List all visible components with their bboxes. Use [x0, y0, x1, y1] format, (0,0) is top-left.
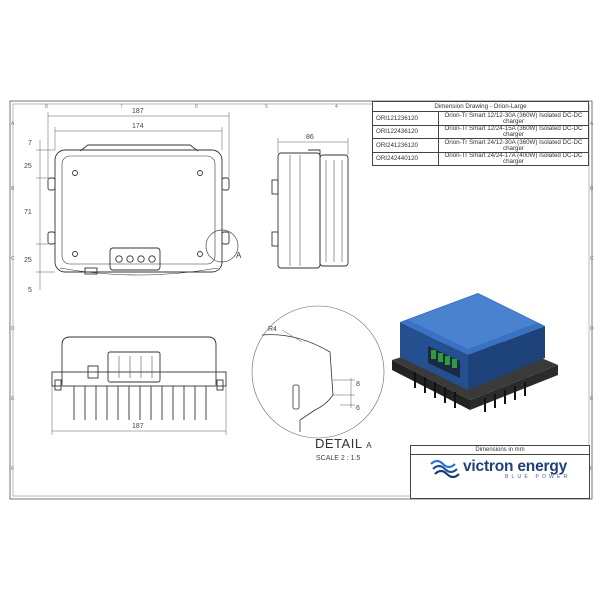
- part-description: Orion-Tr Smart 12/12-30A (360W) Isolated…: [444, 111, 583, 125]
- row-label: C: [11, 256, 15, 262]
- dim-left-25-top: 25: [24, 163, 32, 170]
- table-row: ORI121236120 Orion-Tr Smart 12/12-30A (3…: [373, 112, 588, 126]
- col-label: 8: [45, 104, 48, 110]
- detail-dim-6: 6: [356, 405, 360, 412]
- dim-left-25-bottom: 25: [24, 257, 32, 264]
- part-code: ORI121236120: [373, 112, 439, 125]
- row-label: A: [590, 121, 594, 127]
- front-view: [47, 144, 230, 276]
- detail-title: DETAIL A: [315, 436, 372, 451]
- side-view: [271, 149, 349, 269]
- brand-tagline: BLUE POWER: [505, 473, 571, 480]
- table-row: ORI122436120 Orion-Tr Smart 12/24-15A (3…: [373, 125, 588, 139]
- dim-front-width-outer: 187: [132, 108, 144, 115]
- victron-wave-icon: [430, 459, 460, 479]
- table-row: ORI241236120 Orion-Tr Smart 24/12-30A (3…: [373, 139, 588, 153]
- detail-view: [251, 305, 385, 439]
- title-block: Dimensions in mm victron energy BLUE POW…: [410, 445, 590, 499]
- side-dims: [277, 138, 349, 155]
- detail-callout-circle: [205, 229, 239, 263]
- part-description: Orion-Tr Smart 12/24-15A (360W) Isolated…: [444, 125, 583, 138]
- dim-side-depth: 86: [306, 134, 314, 141]
- part-description: Orion-Tr Smart 24/12-30A (360W) Isolated…: [444, 138, 583, 152]
- dim-left-5: 5: [28, 287, 32, 294]
- frame-row-labels: A B C D E F A B C D E F: [11, 121, 594, 472]
- row-label: E: [11, 396, 15, 402]
- part-number-table: Dimension Drawing - Orion-Large ORI12123…: [372, 101, 589, 166]
- col-label: 6: [195, 104, 198, 110]
- row-label: B: [11, 186, 15, 192]
- part-code: ORI242440120: [373, 152, 439, 165]
- device-3d-render: [392, 293, 558, 412]
- row-label: A: [11, 121, 15, 127]
- dim-bottom-width: 187: [132, 423, 144, 430]
- col-label: 7: [120, 104, 123, 110]
- row-label: C: [590, 256, 594, 262]
- row-label: E: [590, 396, 594, 402]
- table-title: Dimension Drawing - Orion-Large: [373, 102, 588, 112]
- detail-radius-label: R4: [268, 326, 277, 333]
- bottom-view: [51, 336, 227, 420]
- col-label: 5: [265, 104, 268, 110]
- detail-dim-8: 8: [356, 381, 360, 388]
- drawing-frame: [9, 100, 593, 500]
- table-row: ORI242440120 Orion-Tr Smart 24/24-17A (4…: [373, 152, 588, 165]
- brand-logo: victron energy BLUE POWER: [429, 458, 570, 480]
- detail-title-letter: A: [366, 441, 373, 450]
- row-label: D: [590, 326, 594, 332]
- row-label: B: [590, 186, 594, 192]
- row-label: F: [11, 466, 14, 472]
- dim-front-width-inner: 174: [132, 123, 144, 130]
- front-dims-top: [47, 112, 230, 178]
- dim-left-71: 71: [24, 209, 32, 216]
- part-description: Orion-Tr Smart 24/24-17A (400W) Isolated…: [444, 152, 583, 165]
- row-label: F: [590, 466, 593, 472]
- dim-left-7: 7: [28, 140, 32, 147]
- detail-title-text: DETAIL: [315, 436, 363, 451]
- detail-callout-label: A: [236, 251, 242, 260]
- row-label: D: [11, 326, 15, 332]
- dimensions-note: Dimensions in mm: [411, 446, 589, 455]
- front-dims-left: [36, 140, 55, 290]
- part-code: ORI241236120: [373, 139, 439, 152]
- brand-name: victron energy: [463, 457, 568, 475]
- part-code: ORI122436120: [373, 125, 439, 138]
- detail-scale: SCALE 2 : 1.5: [316, 455, 361, 462]
- bottom-dims: [51, 386, 227, 435]
- col-label: 4: [335, 104, 338, 110]
